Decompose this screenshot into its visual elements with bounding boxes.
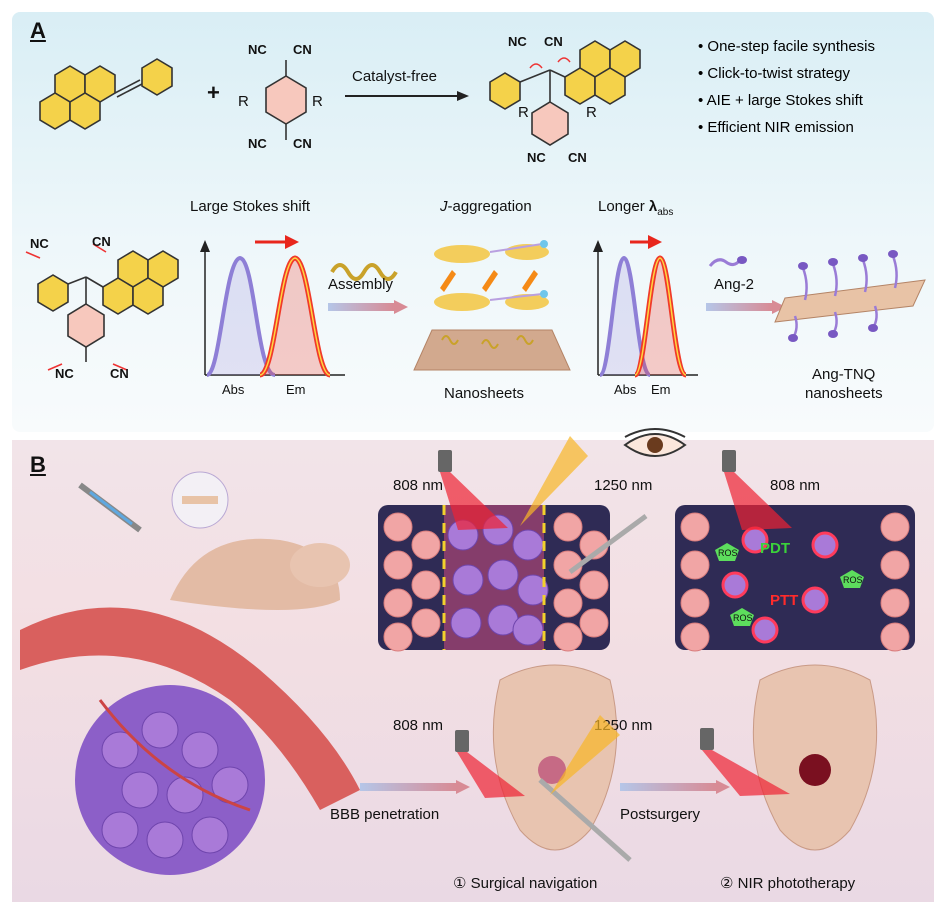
ang-tnq-label-line2: nanosheets bbox=[805, 385, 883, 402]
cn-label: CN bbox=[110, 366, 129, 381]
postsurgery-arrow bbox=[620, 780, 730, 794]
assembly-label: Assembly bbox=[328, 276, 394, 293]
laser-beam-808-mid bbox=[455, 730, 525, 798]
eye-icon bbox=[623, 428, 687, 457]
laser-wavelength-label: 808 nm bbox=[393, 717, 444, 734]
tnq-product-structure bbox=[489, 40, 641, 146]
longer-abs-plot bbox=[593, 235, 698, 378]
cn-label: NC bbox=[527, 150, 546, 165]
feature-bullet: • Click-to-twist strategy bbox=[698, 65, 850, 82]
longer-abs-title: Longer λabs bbox=[598, 198, 674, 218]
em-axis-label: Em bbox=[651, 382, 671, 397]
abs-axis-label: Abs bbox=[614, 382, 637, 397]
r-group-label: R bbox=[518, 104, 529, 121]
nanosheets-label: Nanosheets bbox=[444, 385, 525, 402]
stokes-shift-plot bbox=[200, 235, 345, 378]
reaction-arrow bbox=[345, 91, 469, 101]
cn-label: CN bbox=[293, 136, 312, 151]
assembly-arrow bbox=[328, 300, 408, 314]
nir-phototherapy-caption: ② NIR phototherapy bbox=[720, 875, 856, 892]
phototherapy-inset bbox=[675, 505, 915, 652]
feature-bullet: • Efficient NIR emission bbox=[698, 119, 854, 136]
ang-tnq-label-line1: Ang-TNQ bbox=[812, 366, 876, 383]
panel-a-letter: A bbox=[30, 18, 46, 43]
bbb-arrow bbox=[360, 780, 470, 794]
j-aggregation-title: J-aggregation bbox=[440, 198, 532, 215]
mouse-injection-illustration bbox=[78, 471, 350, 610]
pdt-label: PDT bbox=[760, 540, 790, 557]
ptt-label: PTT bbox=[770, 592, 799, 609]
cn-label: CN bbox=[92, 234, 111, 249]
laser-beam-808-right bbox=[722, 450, 792, 530]
emission-curve bbox=[258, 255, 332, 378]
cn-label: NC bbox=[248, 42, 267, 57]
feature-bullet-list: • One-step facile synthesis • Click-to-t… bbox=[698, 38, 875, 136]
feature-bullet: • One-step facile synthesis bbox=[698, 38, 875, 55]
laser-wavelength-label: 808 nm bbox=[770, 477, 821, 494]
surgical-navigation-caption: ① Surgical navigation bbox=[453, 875, 598, 892]
detection-wavelength-label: 1250 nm bbox=[594, 477, 653, 494]
j-aggregate-illustration bbox=[413, 240, 571, 371]
mouse-head-therapy bbox=[752, 664, 878, 851]
cn-label: NC bbox=[30, 236, 49, 251]
nir-detection-cone bbox=[520, 436, 588, 526]
feature-bullet: • AIE + large Stokes shift bbox=[698, 92, 863, 109]
ros-label: ROS bbox=[733, 613, 753, 623]
tnq-monomer-structure bbox=[25, 243, 179, 371]
cn-label: CN bbox=[293, 42, 312, 57]
stokes-shift-title: Large Stokes shift bbox=[190, 198, 311, 215]
cn-label: CN bbox=[568, 150, 587, 165]
r-group-label: R bbox=[312, 93, 323, 110]
ros-label: ROS bbox=[718, 548, 738, 558]
catalyst-free-label: Catalyst-free bbox=[352, 68, 438, 85]
ros-label: ROS bbox=[843, 575, 863, 585]
scalpel-icon bbox=[568, 513, 648, 575]
em-axis-label: Em bbox=[286, 382, 306, 397]
cn-label: NC bbox=[508, 34, 527, 49]
ang2-arrow bbox=[706, 300, 786, 314]
pyrene-alkyne-structure bbox=[39, 58, 173, 130]
laser-wavelength-label: 808 nm bbox=[393, 477, 444, 494]
assembly-wave-icon bbox=[330, 263, 398, 281]
tcnq-reagent-structure bbox=[265, 60, 307, 140]
nir-detection-cone-mid bbox=[550, 715, 620, 795]
cn-label: NC bbox=[55, 366, 74, 381]
absorption-curve bbox=[205, 255, 276, 377]
laser-beam-808-top bbox=[438, 450, 508, 530]
postsurgery-label: Postsurgery bbox=[620, 806, 701, 823]
ang-tnq-nanosheet-illustration bbox=[774, 250, 926, 342]
ang2-label: Ang-2 bbox=[714, 276, 755, 293]
brain-tumor-illustration bbox=[20, 607, 360, 875]
cn-label: NC bbox=[248, 136, 267, 151]
laser-beam-808-therapy bbox=[700, 728, 790, 796]
abs-axis-label: Abs bbox=[222, 382, 245, 397]
ang2-peptide-icon bbox=[708, 256, 747, 267]
bbb-penetration-label: BBB penetration bbox=[330, 806, 440, 823]
r-group-label: R bbox=[586, 104, 597, 121]
plus-sign: + bbox=[207, 80, 220, 105]
panel-b-letter: B bbox=[30, 452, 46, 477]
cn-label: CN bbox=[544, 34, 563, 49]
r-group-label: R bbox=[238, 93, 249, 110]
